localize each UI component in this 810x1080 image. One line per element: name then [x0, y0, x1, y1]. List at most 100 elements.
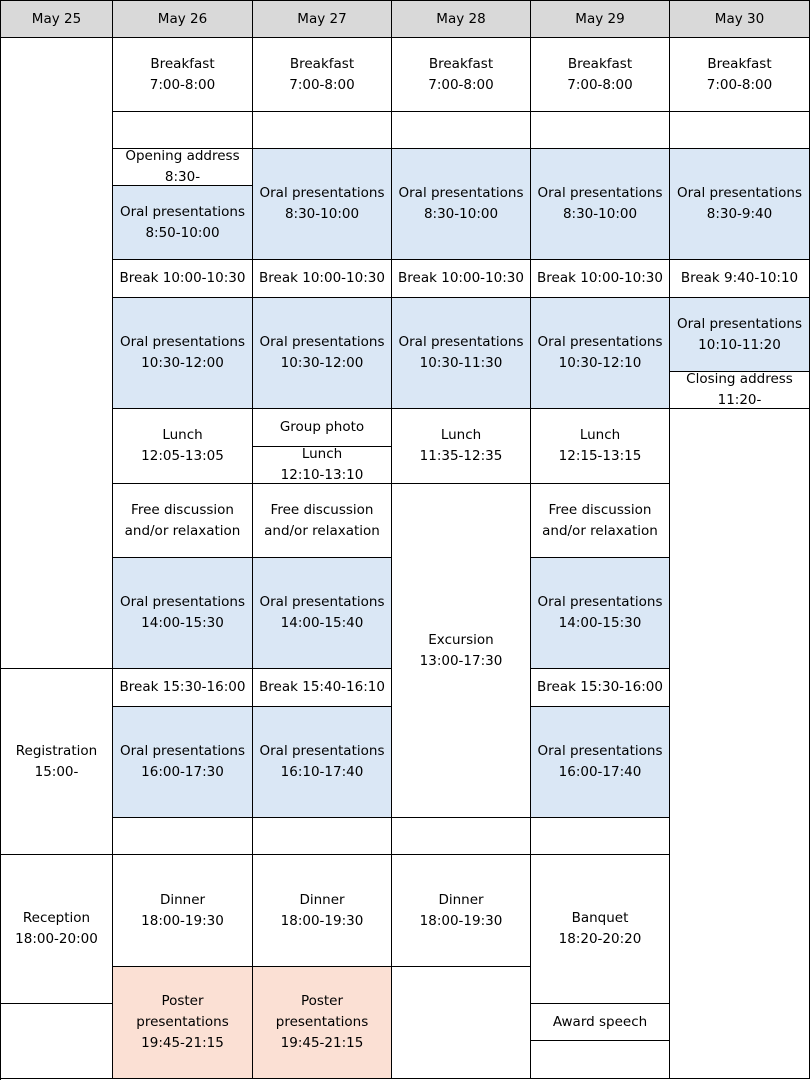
- oral-presentations-cell-line: Oral presentations: [120, 594, 245, 610]
- oral-presentations-cell-line: Oral presentations: [259, 594, 385, 610]
- oral-presentations-cell-line: Oral presentations: [537, 743, 663, 759]
- registration-cell-line: 15:00-: [34, 763, 79, 780]
- award-speech-cell: Award speech: [531, 1004, 670, 1041]
- empty-cell: [670, 112, 810, 149]
- empty-cell: [113, 112, 253, 149]
- closing-address-cell-line: 11:20-: [717, 392, 762, 408]
- oral-presentations-cell-line: 8:30-10:00: [562, 206, 638, 222]
- oral-presentations-cell-line: Oral presentations: [677, 185, 802, 201]
- oral-presentations-cell: Oral presentations 16:00-17:30: [113, 707, 253, 818]
- breakfast-cell-line: Breakfast: [567, 55, 633, 72]
- lunch-cell: Lunch 12:15-13:15: [531, 409, 670, 484]
- oral-presentations-cell-line: 8:30-10:00: [423, 206, 499, 222]
- empty-cell: [1, 38, 113, 669]
- oral-presentations-cell-line: Oral presentations: [398, 185, 524, 201]
- oral-presentations-cell-line: 16:10-17:40: [280, 764, 364, 780]
- empty-cell: [253, 112, 392, 149]
- day-header-label: May 25: [31, 10, 82, 27]
- breakfast-cell-line: 7:00-8:00: [567, 76, 633, 93]
- day-header: May 28: [392, 1, 531, 38]
- empty-cell: [531, 818, 670, 855]
- day-header: May 30: [670, 1, 810, 38]
- closing-address-cell-line: Closing address: [686, 372, 793, 387]
- break-cell-line: Break 9:40-10:10: [680, 270, 799, 286]
- oral-presentations-cell: Oral presentations 16:00-17:40: [531, 707, 670, 818]
- dinner-cell-line: Dinner: [438, 891, 484, 908]
- group-photo-cell-line: Group photo: [279, 419, 365, 435]
- oral-presentations-cell-line: 10:10-11:20: [698, 336, 781, 353]
- lunch-cell-line: 12:15-13:15: [558, 448, 642, 464]
- oral-presentations-cell-line: 16:00-17:40: [558, 764, 642, 780]
- lunch-cell-line: Lunch: [301, 447, 343, 462]
- lunch-cell-line: 12:10-13:10: [280, 467, 364, 483]
- poster-presentations-cell-line: presentations: [136, 1014, 229, 1030]
- oral-presentations-cell-line: Oral presentations: [120, 743, 245, 759]
- oral-presentations-cell-line: Oral presentations: [259, 334, 385, 350]
- empty-cell: [392, 818, 531, 855]
- day-header-label: May 26: [157, 10, 208, 27]
- oral-presentations-cell-line: Oral presentations: [120, 203, 245, 220]
- day-header-label: May 27: [297, 10, 347, 27]
- free-discussion-cell-line: Free discussion: [131, 501, 234, 518]
- reception-cell-line: 18:00-20:00: [15, 931, 98, 947]
- reception-cell-line: Reception: [22, 910, 91, 926]
- oral-presentations-cell-line: 14:00-15:30: [558, 615, 642, 631]
- opening-address-cell-line: Opening address: [125, 149, 240, 164]
- lunch-cell-line: Lunch: [162, 427, 203, 443]
- empty-cell: [253, 818, 392, 855]
- break-cell-line: Break 15:30-16:00: [537, 679, 663, 695]
- day-header-label: May 28: [436, 10, 486, 27]
- free-discussion-cell-line: Free discussion: [548, 501, 652, 518]
- break-cell-line: Break 10:00-10:30: [259, 270, 385, 286]
- dinner-cell-line: 18:00-19:30: [141, 912, 224, 929]
- break-cell: Break 9:40-10:10: [670, 260, 810, 298]
- closing-address-cell: Closing address 11:20-: [670, 372, 810, 409]
- break-cell-line: Break 15:40-16:10: [259, 679, 385, 695]
- break-cell: Break 10:00-10:30: [531, 260, 670, 298]
- breakfast-cell-line: 7:00-8:00: [149, 76, 216, 93]
- oral-presentations-cell-line: 10:30-12:10: [558, 355, 642, 371]
- oral-presentations-cell-line: 8:30-10:00: [284, 206, 360, 222]
- lunch-cell-line: Lunch: [579, 427, 621, 443]
- registration-cell: Registration 15:00-: [1, 669, 113, 855]
- break-cell: Break 10:00-10:30: [392, 260, 531, 298]
- oral-presentations-cell-line: Oral presentations: [120, 334, 245, 350]
- poster-presentations-cell-line: Poster: [300, 993, 344, 1009]
- day-header: May 26: [113, 1, 253, 38]
- registration-cell-line: Registration: [15, 742, 98, 759]
- empty-cell: [670, 409, 810, 1079]
- dinner-cell: Dinner 18:00-19:30: [113, 855, 253, 967]
- oral-presentations-cell-line: 8:50-10:00: [145, 224, 220, 241]
- empty-cell: [392, 967, 531, 1079]
- oral-presentations-cell: Oral presentations 8:50-10:00: [113, 186, 253, 260]
- poster-presentations-cell-line: 19:45-21:15: [141, 1035, 224, 1051]
- lunch-cell: Lunch 12:10-13:10: [253, 447, 392, 484]
- poster-presentations-cell-line: 19:45-21:15: [280, 1035, 364, 1051]
- excursion-cell-line: Excursion: [428, 631, 494, 648]
- day-header-label: May 29: [575, 10, 625, 27]
- break-cell-line: Break 10:00-10:30: [119, 270, 246, 286]
- oral-presentations-cell-line: Oral presentations: [537, 185, 663, 201]
- oral-presentations-cell-line: 16:00-17:30: [141, 764, 224, 780]
- free-discussion-cell-line: and/or relaxation: [264, 522, 380, 539]
- award-speech-cell-line: Award speech: [552, 1013, 648, 1030]
- breakfast-cell-line: Breakfast: [707, 55, 772, 72]
- banquet-cell-line: 18:20-20:20: [558, 931, 642, 947]
- free-discussion-cell-line: and/or relaxation: [542, 522, 658, 539]
- dinner-cell-line: Dinner: [159, 891, 206, 908]
- breakfast-cell-line: 7:00-8:00: [428, 76, 494, 93]
- break-cell-line: Break 10:00-10:30: [398, 270, 524, 286]
- free-discussion-cell-line: Free discussion: [270, 501, 374, 518]
- oral-presentations-cell-line: Oral presentations: [537, 334, 663, 350]
